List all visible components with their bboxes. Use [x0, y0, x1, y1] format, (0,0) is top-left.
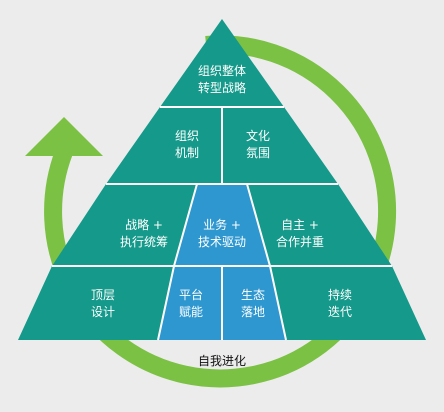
tier3-left-label-line1: 战略 +	[125, 217, 163, 232]
tier2-right-label-line1: 文化	[246, 128, 270, 143]
tier3-center-segment	[174, 184, 270, 266]
apex-label-line1: 组织整体	[198, 63, 246, 78]
tier4-far-left-segment	[18, 266, 174, 340]
tier3-right-label-line2: 合作并重	[276, 234, 324, 249]
tier4-left-center-segment	[158, 266, 222, 340]
tier2-right-label-line2: 氛围	[246, 146, 270, 160]
apex-label-line2: 转型战略	[198, 80, 246, 95]
tier3-right-label-line1: 自主 +	[281, 218, 319, 232]
tier4-right-center-label-line1: 生态	[241, 288, 265, 302]
tier4-left-center-label-line2: 赋能	[179, 305, 203, 319]
tier2-left-label-line1: 组织	[175, 129, 199, 143]
tier4-far-right-label-line1: 持续	[328, 287, 352, 302]
tier4-left-center-label-line1: 平台	[179, 287, 203, 302]
self-evolution-label: 自我进化	[198, 354, 246, 368]
tier4-far-left-label-line2: 设计	[91, 305, 115, 319]
tier4-right-center-label-line2: 落地	[241, 305, 265, 319]
tier4-far-right-segment	[270, 266, 426, 340]
tier3-right-segment	[247, 184, 392, 266]
tier3-left-segment	[52, 184, 197, 266]
segment-dividers	[52, 106, 392, 341]
tier3-center-label-line2: 技术驱动	[198, 235, 246, 249]
tier2-right-segment	[222, 107, 338, 184]
tier3-left-label-line2: 执行统筹	[120, 235, 168, 249]
tier4-far-right-label-line2: 迭代	[328, 305, 352, 319]
tier3-center-label-line1: 业务 +	[203, 217, 241, 232]
tier4-far-left-label-line1: 顶层	[91, 288, 115, 302]
tier4-right-center-segment	[222, 266, 286, 340]
tier2-left-label-line2: 机制	[175, 146, 199, 160]
apex-segment	[160, 19, 284, 107]
tier2-left-segment	[106, 107, 222, 184]
